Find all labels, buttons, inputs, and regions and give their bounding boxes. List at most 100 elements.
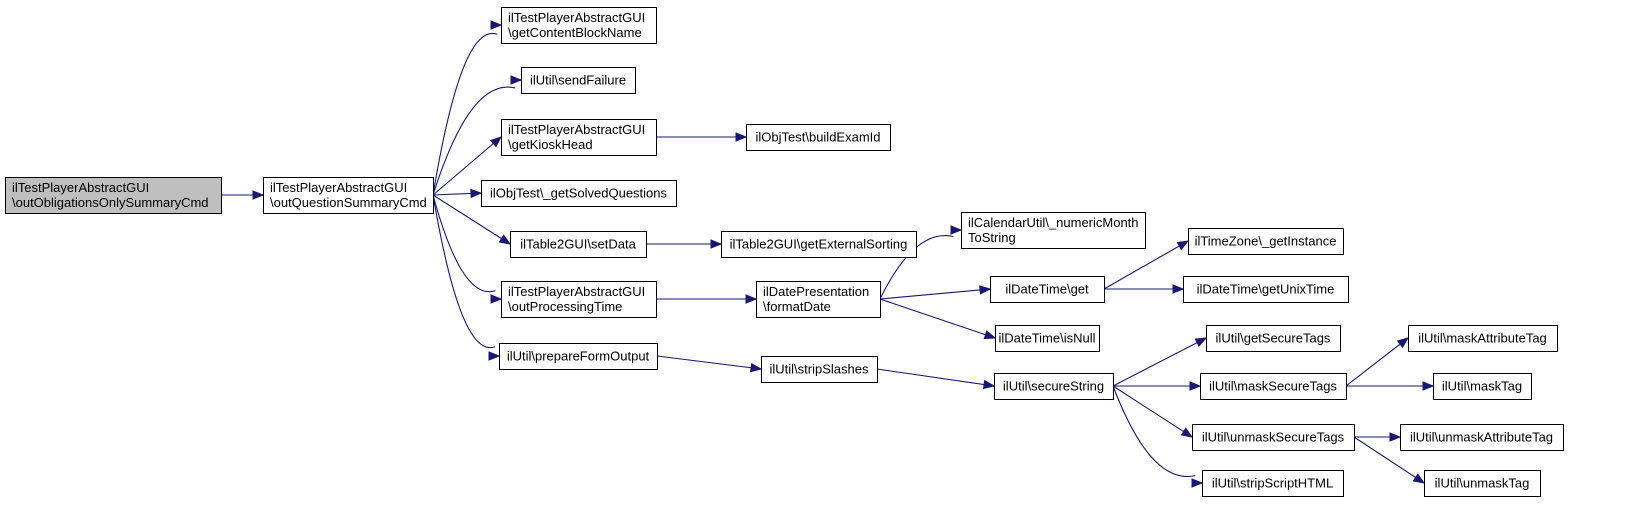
- node-iltestplayerabstractgui-outquestionsummarycmd[interactable]: ilTestPlayerAbstractGUI\outQuestionSumma…: [263, 177, 434, 214]
- arrowhead-icon: [982, 379, 996, 390]
- node-label-line: ilUtil\maskTag: [1442, 379, 1522, 394]
- node-label-line: ilDatePresentation: [763, 284, 869, 299]
- node-label-line: ilUtil\unmaskSecureTags: [1202, 430, 1345, 445]
- node-iltable2gui-getexternalsorting[interactable]: ilTable2GUI\getExternalSorting: [721, 231, 917, 258]
- node-box: [5, 177, 222, 214]
- edge-ilutil-unmasksecuretags-to-ilutil-unmasktag: [1353, 436, 1416, 478]
- node-ilutil-masksecuretags[interactable]: ilUtil\maskSecureTags: [1200, 373, 1347, 400]
- node-box: [1424, 470, 1541, 497]
- node-label-line: ilTestPlayerAbstractGUI: [12, 180, 149, 195]
- node-label-line: \outObligationsOnlySummaryCmd: [12, 195, 209, 210]
- node-label-line: \outProcessingTime: [508, 299, 622, 314]
- node-label-line: ilCalendarUtil\_numericMonth: [968, 215, 1139, 230]
- node-ilutil-securestring[interactable]: ilUtil\secureString: [994, 373, 1114, 400]
- node-ildatetime-getunixtime[interactable]: ilDateTime\getUnixTime: [1183, 276, 1349, 303]
- arrowhead-icon: [1396, 337, 1410, 349]
- arrowhead-icon: [950, 225, 963, 235]
- node-box: [746, 124, 891, 151]
- node-box: [499, 343, 658, 370]
- node-box: [1192, 424, 1355, 451]
- edge-iltestplayerabstractgui-outquestionsummarycmd-to-iltestplayerabstractgui-getkioskhead: [432, 143, 494, 196]
- node-label-line: ilTimeZone\_getInstance: [1195, 234, 1337, 249]
- node-label-line: ilTestPlayerAbstractGUI: [508, 122, 645, 137]
- node-ilutil-maskattributetag[interactable]: ilUtil\maskAttributeTag: [1408, 325, 1558, 352]
- node-ilobjtest-getsolvedquestions[interactable]: ilObjTest\_getSolvedQuestions: [481, 180, 677, 207]
- node-label-line: ToString: [968, 230, 1016, 245]
- node-ilutil-stripscripthtml[interactable]: ilUtil\stripScriptHTML: [1202, 470, 1344, 497]
- node-label-line: ilUtil\unmaskAttributeTag: [1410, 430, 1553, 445]
- edge-ilutil-stripslashes-to-ilutil-securestring: [876, 368, 985, 386]
- node-iltimezone-getinstance[interactable]: ilTimeZone\_getInstance: [1188, 228, 1344, 255]
- node-box: [756, 281, 881, 318]
- arrowhead-icon: [735, 132, 748, 142]
- arrowhead-icon: [490, 20, 503, 30]
- node-ilutil-getsecuretags[interactable]: ilUtil\getSecureTags: [1206, 325, 1341, 352]
- node-box: [995, 325, 1100, 352]
- node-ildatetime-isnull[interactable]: ilDateTime\isNull: [995, 325, 1100, 352]
- node-iltestplayerabstractgui-getkioskhead[interactable]: ilTestPlayerAbstractGUI\getKioskHead: [501, 119, 657, 156]
- edge-ilutil-securestring-to-ilutil-getsecuretags: [1112, 342, 1198, 387]
- edge-iltestplayerabstractgui-outquestionsummarycmd-to-ilobjtest-getsolvedquestions: [432, 192, 472, 196]
- arrowhead-icon: [252, 190, 265, 200]
- node-label-line: ilUtil\secureString: [1003, 379, 1104, 394]
- node-box: [521, 67, 636, 94]
- node-box: [1202, 470, 1344, 497]
- arrowhead-icon: [1191, 478, 1204, 488]
- node-label-line: ilUtil\unmaskTag: [1435, 476, 1530, 491]
- node-ilutil-unmaskattributetag[interactable]: ilUtil\unmaskAttributeTag: [1400, 424, 1564, 451]
- arrowhead-icon: [490, 294, 503, 304]
- edges-layer: [221, 20, 1435, 488]
- node-label-line: ilDateTime\get: [1005, 282, 1089, 297]
- node-box: [481, 180, 677, 207]
- node-box: [1200, 373, 1347, 400]
- node-box: [1206, 325, 1341, 352]
- node-ilutil-sendfailure[interactable]: ilUtil\sendFailure: [521, 67, 636, 94]
- node-iltable2gui-setdata[interactable]: ilTable2GUI\setData: [510, 231, 647, 258]
- node-ilobjtest-buildexamid[interactable]: ilObjTest\buildExamId: [746, 124, 891, 151]
- arrowhead-icon: [1172, 284, 1185, 294]
- node-ilutil-unmasktag[interactable]: ilUtil\unmaskTag: [1424, 470, 1541, 497]
- node-label-line: ilTestPlayerAbstractGUI: [508, 284, 645, 299]
- node-label-line: ilUtil\maskSecureTags: [1209, 379, 1337, 394]
- node-box: [1400, 424, 1564, 451]
- node-label-line: ilTestPlayerAbstractGUI: [270, 180, 407, 195]
- node-ildatepresentation-formatdate[interactable]: ilDatePresentation\formatDate: [756, 281, 881, 318]
- node-label-line: ilTable2GUI\getExternalSorting: [730, 237, 908, 252]
- node-iltestplayerabstractgui-outobligationsonlysummarycmd[interactable]: ilTestPlayerAbstractGUI\outObligationsOn…: [5, 177, 222, 214]
- node-ilutil-unmasksecuretags[interactable]: ilUtil\unmaskSecureTags: [1192, 424, 1355, 451]
- node-ilutil-prepareformoutput[interactable]: ilUtil\prepareFormOutput: [499, 343, 658, 370]
- node-label-line: \getContentBlockName: [508, 25, 642, 40]
- edge-ildatetime-get-to-iltimezone-getinstance: [1103, 245, 1180, 290]
- edge-ildatepresentation-formatdate-to-ildatetime-isnull: [879, 298, 986, 336]
- node-ildatetime-get[interactable]: ilDateTime\get: [990, 276, 1105, 303]
- node-label-line: ilTestPlayerAbstractGUI: [508, 10, 645, 25]
- node-label-line: ilTable2GUI\setData: [520, 237, 636, 252]
- node-box: [1408, 325, 1558, 352]
- arrowhead-icon: [745, 294, 758, 304]
- arrowhead-icon: [510, 75, 523, 85]
- node-label-line: \getKioskHead: [508, 137, 593, 152]
- node-label-line: ilObjTest\buildExamId: [756, 130, 881, 145]
- node-ilutil-masktag[interactable]: ilUtil\maskTag: [1433, 373, 1532, 400]
- node-box: [501, 7, 657, 44]
- node-label-line: \outQuestionSummaryCmd: [270, 195, 427, 210]
- node-box: [961, 212, 1146, 249]
- edge-ilutil-securestring-to-ilutil-unmasksecuretags: [1112, 385, 1184, 433]
- node-box: [501, 281, 657, 318]
- edge-ilutil-prepareformoutput-to-ilutil-stripslashes: [656, 355, 752, 369]
- node-iltestplayerabstractgui-getcontentblockname[interactable]: ilTestPlayerAbstractGUI\getContentBlockN…: [501, 7, 657, 44]
- node-ilutil-stripslashes[interactable]: ilUtil\stripSlashes: [761, 356, 878, 383]
- edge-iltestplayerabstractgui-outquestionsummarycmd-to-iltable2gui-setdata: [432, 194, 502, 240]
- nodes-layer: ilTestPlayerAbstractGUI\outObligationsOn…: [5, 7, 1564, 497]
- node-label-line: ilUtil\stripSlashes: [770, 362, 869, 377]
- arrowhead-icon: [488, 351, 501, 361]
- node-label-line: ilObjTest\_getSolvedQuestions: [490, 186, 668, 201]
- node-label-line: ilUtil\getSecureTags: [1216, 331, 1331, 346]
- arrowhead-icon: [498, 234, 512, 245]
- arrowhead-icon: [983, 330, 997, 340]
- edge-iltestplayerabstractgui-outquestionsummarycmd-to-iltestplayerabstractgui-getcontentblockname: [432, 32, 498, 196]
- node-iltestplayerabstractgui-outprocessingtime[interactable]: ilTestPlayerAbstractGUI\outProcessingTim…: [501, 281, 657, 318]
- node-box: [263, 177, 434, 214]
